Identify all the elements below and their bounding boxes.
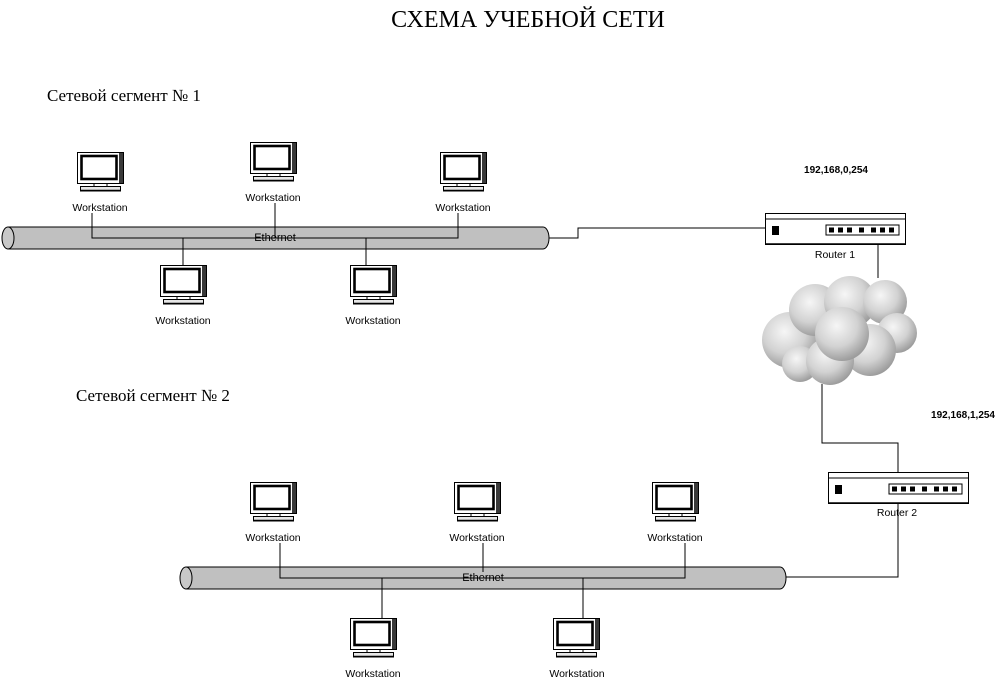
workstation: Workstation (155, 265, 211, 327)
router-icon (765, 213, 906, 245)
workstation: Workstation (72, 152, 128, 214)
network-segment-2: Сетевой сегмент № 2 Ethernet Workstation… (76, 386, 787, 680)
workstation-icon (440, 152, 487, 192)
workstation-label: Workstation (345, 315, 400, 327)
workstation-icon (250, 142, 297, 182)
bus-cable-end (1, 226, 15, 250)
workstation: Workstation (549, 618, 605, 680)
workstation-label: Workstation (449, 532, 504, 544)
workstation-label: Workstation (435, 202, 490, 214)
segment-label: Сетевой сегмент № 1 (47, 86, 201, 105)
workstation-label: Workstation (549, 668, 604, 680)
workstation: Workstation (345, 265, 401, 327)
workstation-icon (350, 265, 397, 305)
workstation-icon (160, 265, 207, 305)
diagram-title: СХЕМА УЧЕБНОЙ СЕТИ (391, 7, 665, 33)
workstation: Workstation (647, 482, 703, 544)
uplink-line (549, 227, 765, 239)
workstation-label: Workstation (647, 532, 702, 544)
workstation-label: Workstation (345, 668, 400, 680)
bus-label: Ethernet (254, 232, 296, 244)
cloud-router-line (821, 384, 899, 472)
workstation-label: Workstation (155, 315, 210, 327)
workstation-label: Workstation (245, 532, 300, 544)
workstation-icon (454, 482, 501, 522)
router-1: 192,168,0,254 Router 1 (765, 165, 906, 261)
router-2: 192,168,1,254 Router 2 (827, 410, 995, 519)
cloud-puff (863, 280, 907, 324)
cloud-puff (815, 307, 869, 361)
workstation: Workstation (435, 152, 491, 214)
uplink-line (786, 504, 899, 578)
workstation-label: Workstation (245, 192, 300, 204)
router-icon (827, 472, 970, 504)
router-ip-address: 192,168,1,254 (931, 410, 995, 421)
router-ip-address: 192,168,0,254 (804, 165, 868, 176)
router-label: Router 2 (877, 507, 917, 519)
workstation: Workstation (245, 142, 301, 204)
workstation: Workstation (449, 482, 505, 544)
workstation-icon (652, 482, 699, 522)
network-segment-1: Сетевой сегмент № 1 Ethernet Workstation… (1, 86, 550, 327)
bus-cable-end (179, 566, 193, 590)
workstation-icon (77, 152, 124, 192)
workstation: Workstation (245, 482, 301, 544)
segment-label: Сетевой сегмент № 2 (76, 386, 230, 405)
router-label: Router 1 (815, 249, 855, 261)
workstation-icon (553, 618, 600, 658)
workstation-label: Workstation (72, 202, 127, 214)
workstation: Workstation (345, 618, 401, 680)
bus-label: Ethernet (462, 572, 504, 584)
workstation-icon (350, 618, 397, 658)
cloud-icon (762, 276, 917, 385)
bus-line (279, 543, 686, 579)
workstation-icon (250, 482, 297, 522)
